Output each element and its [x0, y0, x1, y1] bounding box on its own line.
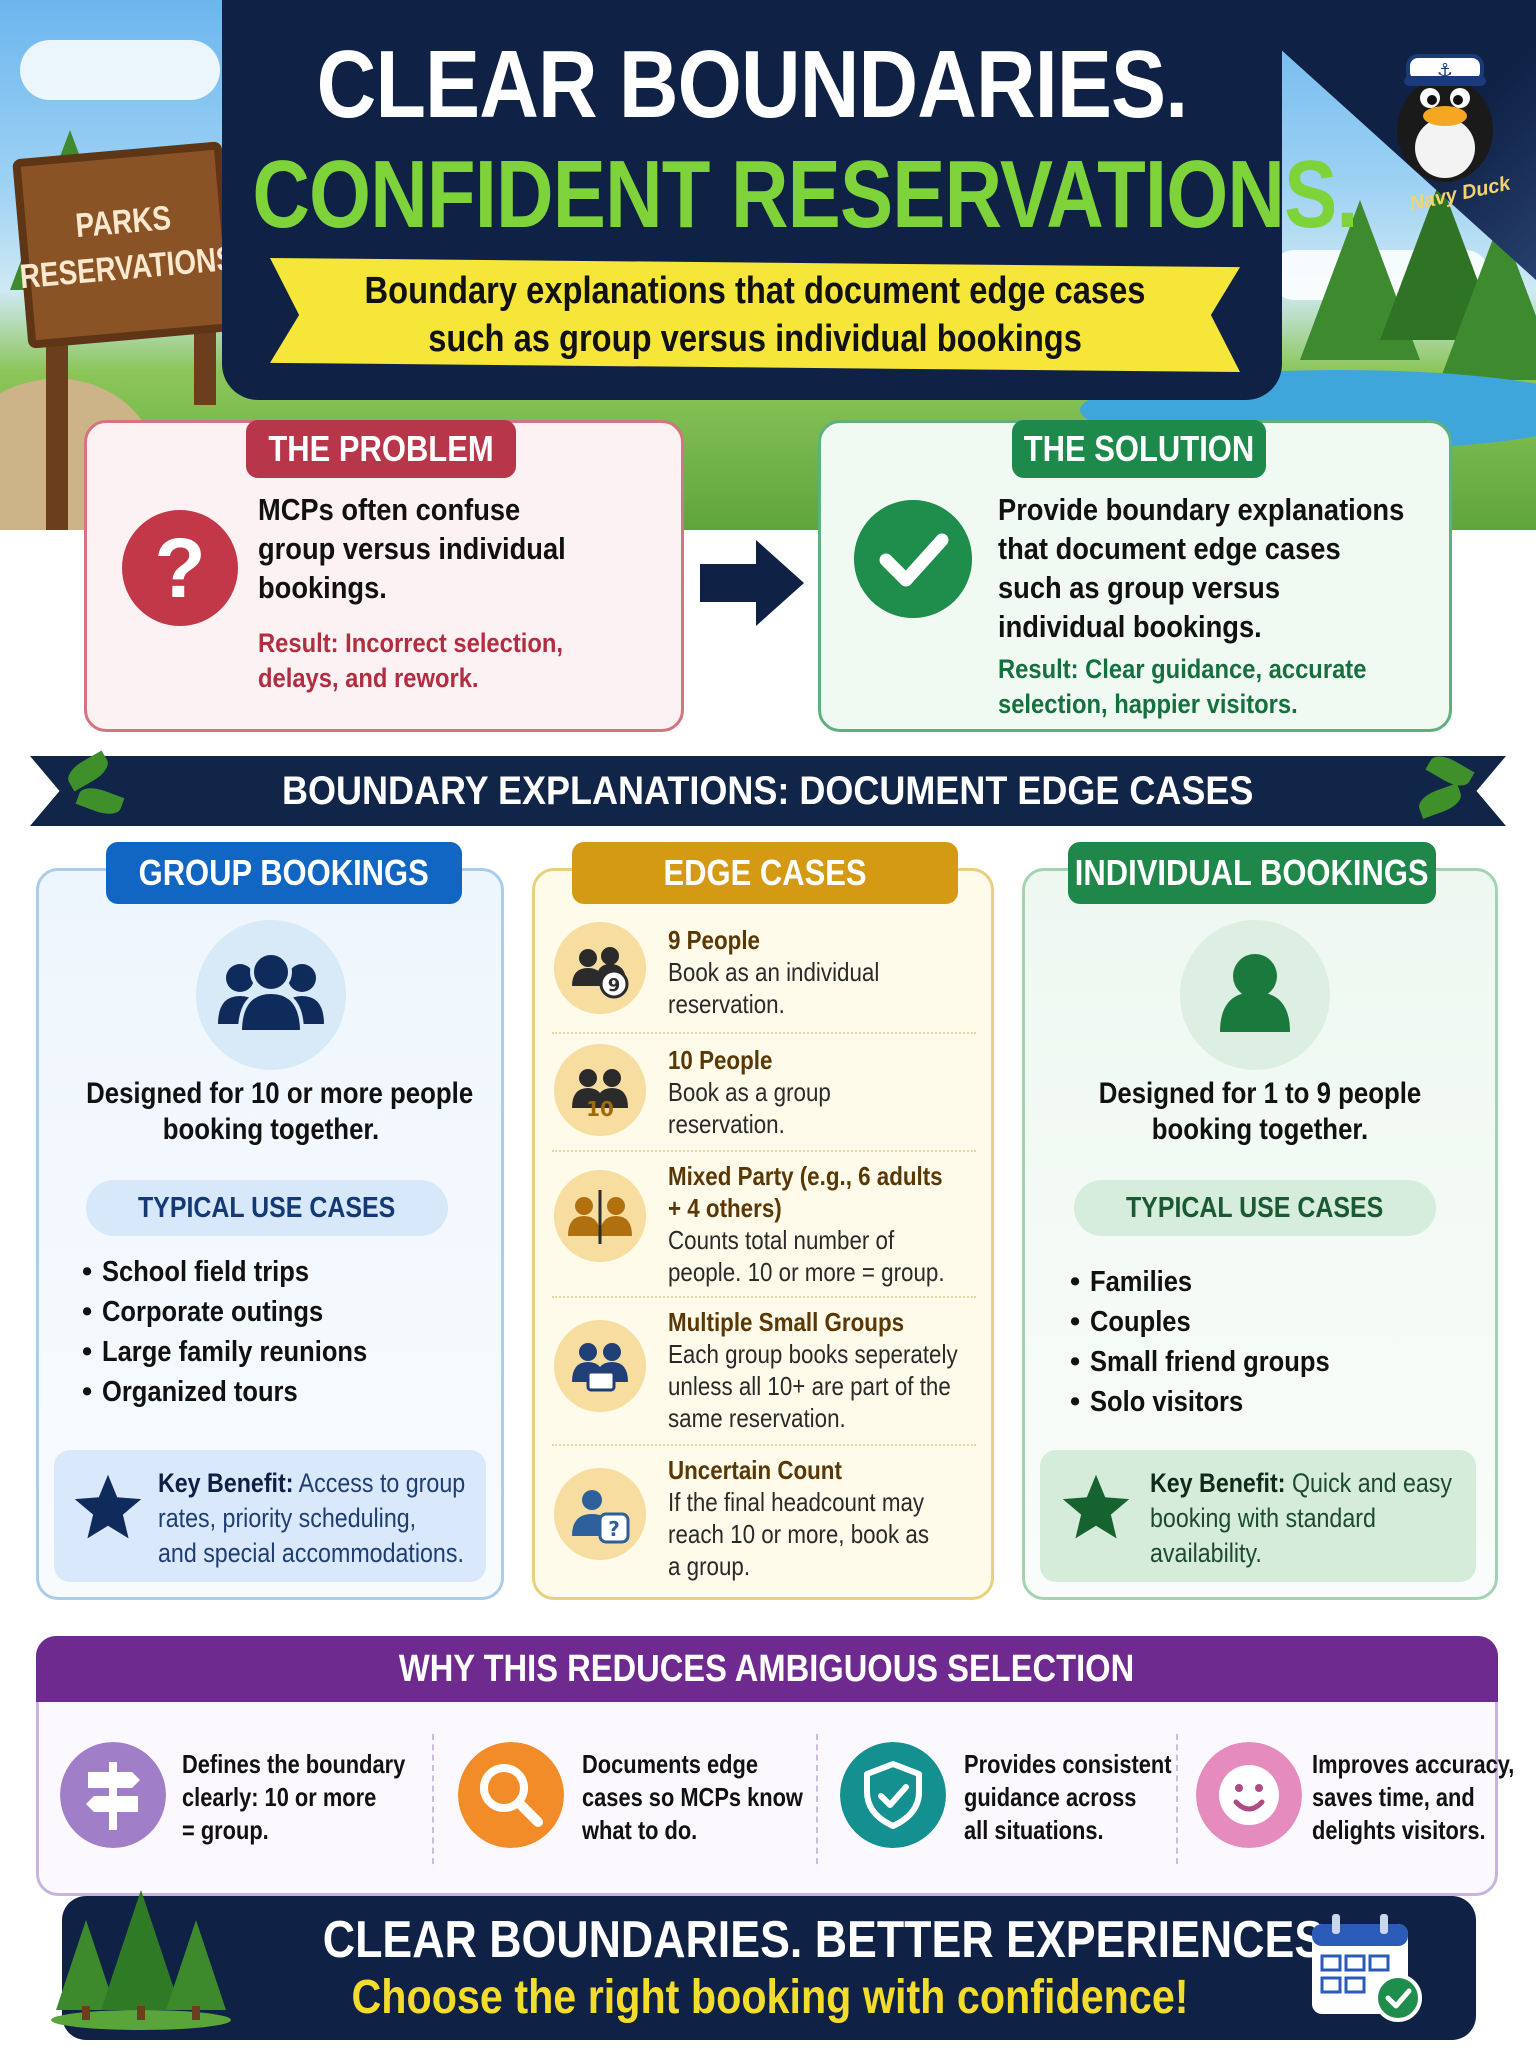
edge-case-text: 10 People Book as a group reservation.	[668, 1045, 831, 1139]
divider	[432, 1734, 434, 1864]
signpost-icon	[60, 1742, 166, 1848]
list-item: Couples	[1070, 1302, 1470, 1342]
star-icon	[1062, 1474, 1130, 1539]
edge-case-text: Uncertain Count If the final headcount m…	[668, 1455, 930, 1581]
svg-text:10: 10	[586, 1097, 614, 1121]
people-9-icon: 9	[554, 922, 646, 1014]
parks-reservations-sign: PARKS RESERVATIONS	[12, 141, 238, 349]
group-key-benefit	[54, 1450, 486, 1582]
list-item: Large family reunions	[82, 1332, 482, 1372]
why-section-title: WHY THIS REDUCES AMBIGUOUS SELECTION	[36, 1636, 1498, 1702]
calendar-check-icon	[1312, 1914, 1422, 2022]
small-groups-icon	[554, 1320, 646, 1412]
list-item: Families	[1070, 1262, 1470, 1302]
star-icon	[74, 1474, 142, 1539]
footer-headline: CLEAR BOUNDARIES. BETTER EXPERIENCES.	[322, 1911, 1337, 1969]
edge-case-text: Mixed Party (e.g., 6 adults + 4 others) …	[668, 1161, 945, 1287]
edge-cases-label: EDGE CASES	[572, 842, 958, 904]
sign-line: RESERVATIONS	[18, 239, 236, 297]
individual-benefit-text: Key Benefit: Quick and easy booking with…	[1150, 1468, 1452, 1568]
list-item: Corporate outings	[82, 1292, 482, 1332]
subtitle-line: such as group versus individual bookings	[428, 318, 1082, 360]
individual-use-cases-list: Families Couples Small friend groups Sol…	[1070, 1262, 1470, 1422]
sign-line: PARKS	[73, 198, 173, 246]
edge-case-text: 9 People Book as an individual reservati…	[668, 925, 880, 1019]
uncertain-count-icon: ?	[554, 1468, 646, 1560]
group-bookings-label: GROUP BOOKINGS	[106, 842, 462, 904]
list-item: Small friend groups	[1070, 1342, 1470, 1382]
navy-duck-mascot-icon: ⚓	[1397, 54, 1493, 182]
problem-result: Result: Incorrect selection,delays, and …	[258, 628, 564, 693]
hero-title-line1: CLEAR BOUNDARIES.	[316, 31, 1189, 138]
arrow-right-icon	[700, 540, 804, 626]
people-10-icon: 10	[554, 1044, 646, 1136]
question-icon: ?	[122, 510, 238, 626]
subtitle-line: Boundary explanations that document edge…	[364, 270, 1146, 312]
shield-check-icon	[840, 1742, 946, 1848]
list-item	[552, 1036, 976, 1152]
individual-key-benefit	[1040, 1450, 1476, 1582]
solution-label: THE SOLUTION	[1012, 420, 1266, 478]
group-benefit-text: Key Benefit: Access to group rates, prio…	[158, 1468, 466, 1568]
svg-text:9: 9	[608, 975, 621, 996]
smiley-icon	[1196, 1742, 1302, 1848]
edge-case-text: Multiple Small Groups Each group books s…	[668, 1307, 958, 1433]
problem-label: THE PROBLEM	[246, 420, 516, 478]
check-icon	[854, 500, 972, 618]
list-item	[552, 1154, 976, 1298]
group-use-cases-label: TYPICAL USE CASES	[86, 1180, 448, 1236]
list-item	[552, 918, 976, 1034]
footer-tagline: Choose the right booking with confidence…	[351, 1971, 1189, 2024]
divider	[1176, 1734, 1178, 1864]
svg-text:⚓: ⚓	[1437, 60, 1453, 81]
list-item: Organized tours	[82, 1372, 482, 1412]
section-banner: BOUNDARY EXPLANATIONS: DOCUMENT EDGE CAS…	[30, 756, 1506, 826]
list-item: School field trips	[82, 1252, 482, 1292]
group-people-icon	[196, 920, 346, 1070]
individual-use-cases-label: TYPICAL USE CASES	[1074, 1180, 1436, 1236]
trees-icon	[51, 1890, 231, 2030]
magnifier-icon	[458, 1742, 564, 1848]
mixed-party-icon	[554, 1170, 646, 1262]
hero-subtitle-ribbon: Boundary explanations that document edge…	[270, 258, 1240, 372]
footer-banner	[62, 1896, 1476, 2040]
list-item	[552, 1300, 976, 1446]
svg-text:?: ?	[608, 1517, 620, 1541]
group-use-cases-list: School field trips Corporate outings Lar…	[82, 1252, 482, 1412]
sign-post	[46, 310, 68, 530]
divider	[816, 1734, 818, 1864]
person-icon	[1180, 920, 1330, 1070]
hero-title-line2: CONFIDENT RESERVATIONS.	[252, 141, 1358, 248]
list-item: Solo visitors	[1070, 1382, 1470, 1422]
individual-bookings-label: INDIVIDUAL BOOKINGS	[1068, 842, 1436, 904]
